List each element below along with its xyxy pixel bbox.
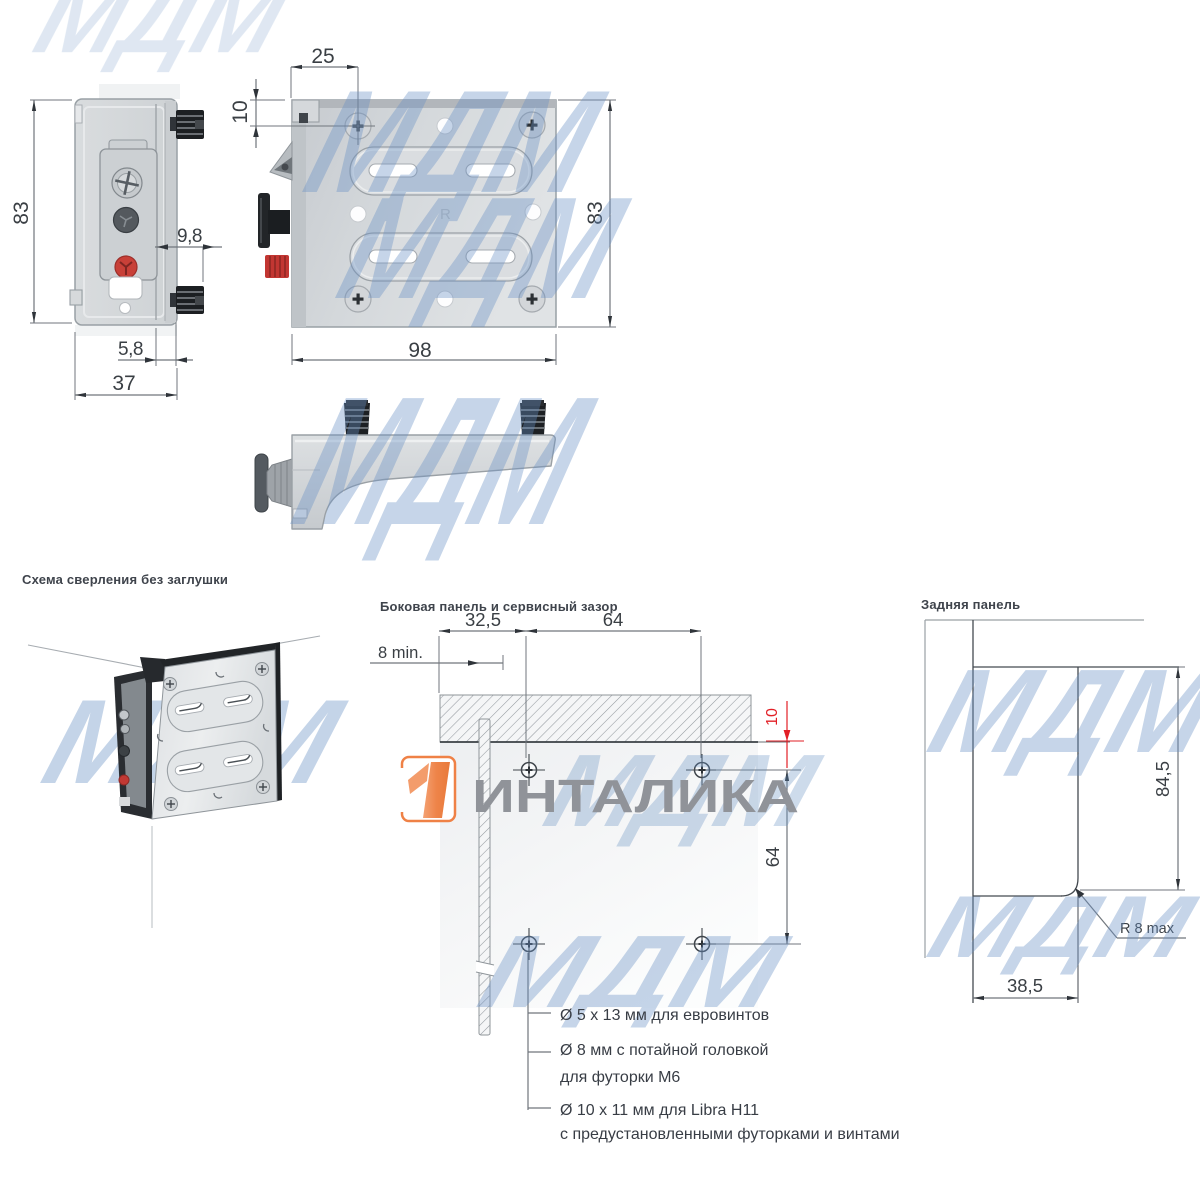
svg-text:МДМ: МДМ (290, 59, 621, 223)
svg-text:98: 98 (408, 339, 431, 362)
svg-text:ИНТАЛИКА: ИНТАЛИКА (472, 770, 799, 822)
svg-text:32,5: 32,5 (465, 609, 501, 630)
svg-text:МДМ: МДМ (467, 914, 801, 1029)
svg-text:МДМ: МДМ (918, 878, 1200, 976)
svg-text:Ø 10 x 11 мм для Libra H11: Ø 10 x 11 мм для Libra H11 (560, 1102, 759, 1119)
svg-text:25: 25 (311, 45, 334, 68)
svg-text:38,5: 38,5 (1007, 975, 1043, 996)
svg-text:10: 10 (764, 708, 781, 726)
svg-text:5,8: 5,8 (118, 339, 143, 360)
svg-text:R: R (440, 206, 451, 223)
svg-text:64: 64 (762, 847, 783, 868)
svg-text:10: 10 (229, 100, 252, 123)
svg-text:Схема сверления без заглушки: Схема сверления без заглушки (22, 572, 228, 587)
svg-text:МДМ: МДМ (916, 644, 1200, 778)
svg-text:8 min.: 8 min. (378, 644, 423, 662)
svg-text:9,8: 9,8 (177, 226, 202, 247)
svg-text:83: 83 (584, 201, 607, 224)
svg-text:84,5: 84,5 (1152, 761, 1173, 797)
svg-text:64: 64 (603, 609, 624, 630)
svg-text:83: 83 (10, 201, 33, 224)
svg-text:37: 37 (112, 372, 135, 395)
svg-text:для футорки М6: для футорки М6 (560, 1069, 680, 1086)
svg-text:с предустановленными футорками: с предустановленными футорками и винтами (560, 1126, 900, 1143)
svg-text:R 8 max: R 8 max (1120, 921, 1175, 937)
svg-text:МДМ: МДМ (323, 166, 643, 329)
svg-text:Задняя панель: Задняя панель (921, 597, 1020, 612)
svg-text:Боковая панель и сервисный заз: Боковая панель и сервисный зазор (380, 599, 618, 614)
svg-text:Ø 8 мм с потайной головкой: Ø 8 мм с потайной головкой (560, 1042, 768, 1059)
svg-text:Ø 5 x 13 мм для евровинтов: Ø 5 x 13 мм для евровинтов (560, 1007, 769, 1024)
svg-text:МДМ: МДМ (23, 0, 302, 73)
svg-text:МДМ: МДМ (533, 733, 832, 848)
